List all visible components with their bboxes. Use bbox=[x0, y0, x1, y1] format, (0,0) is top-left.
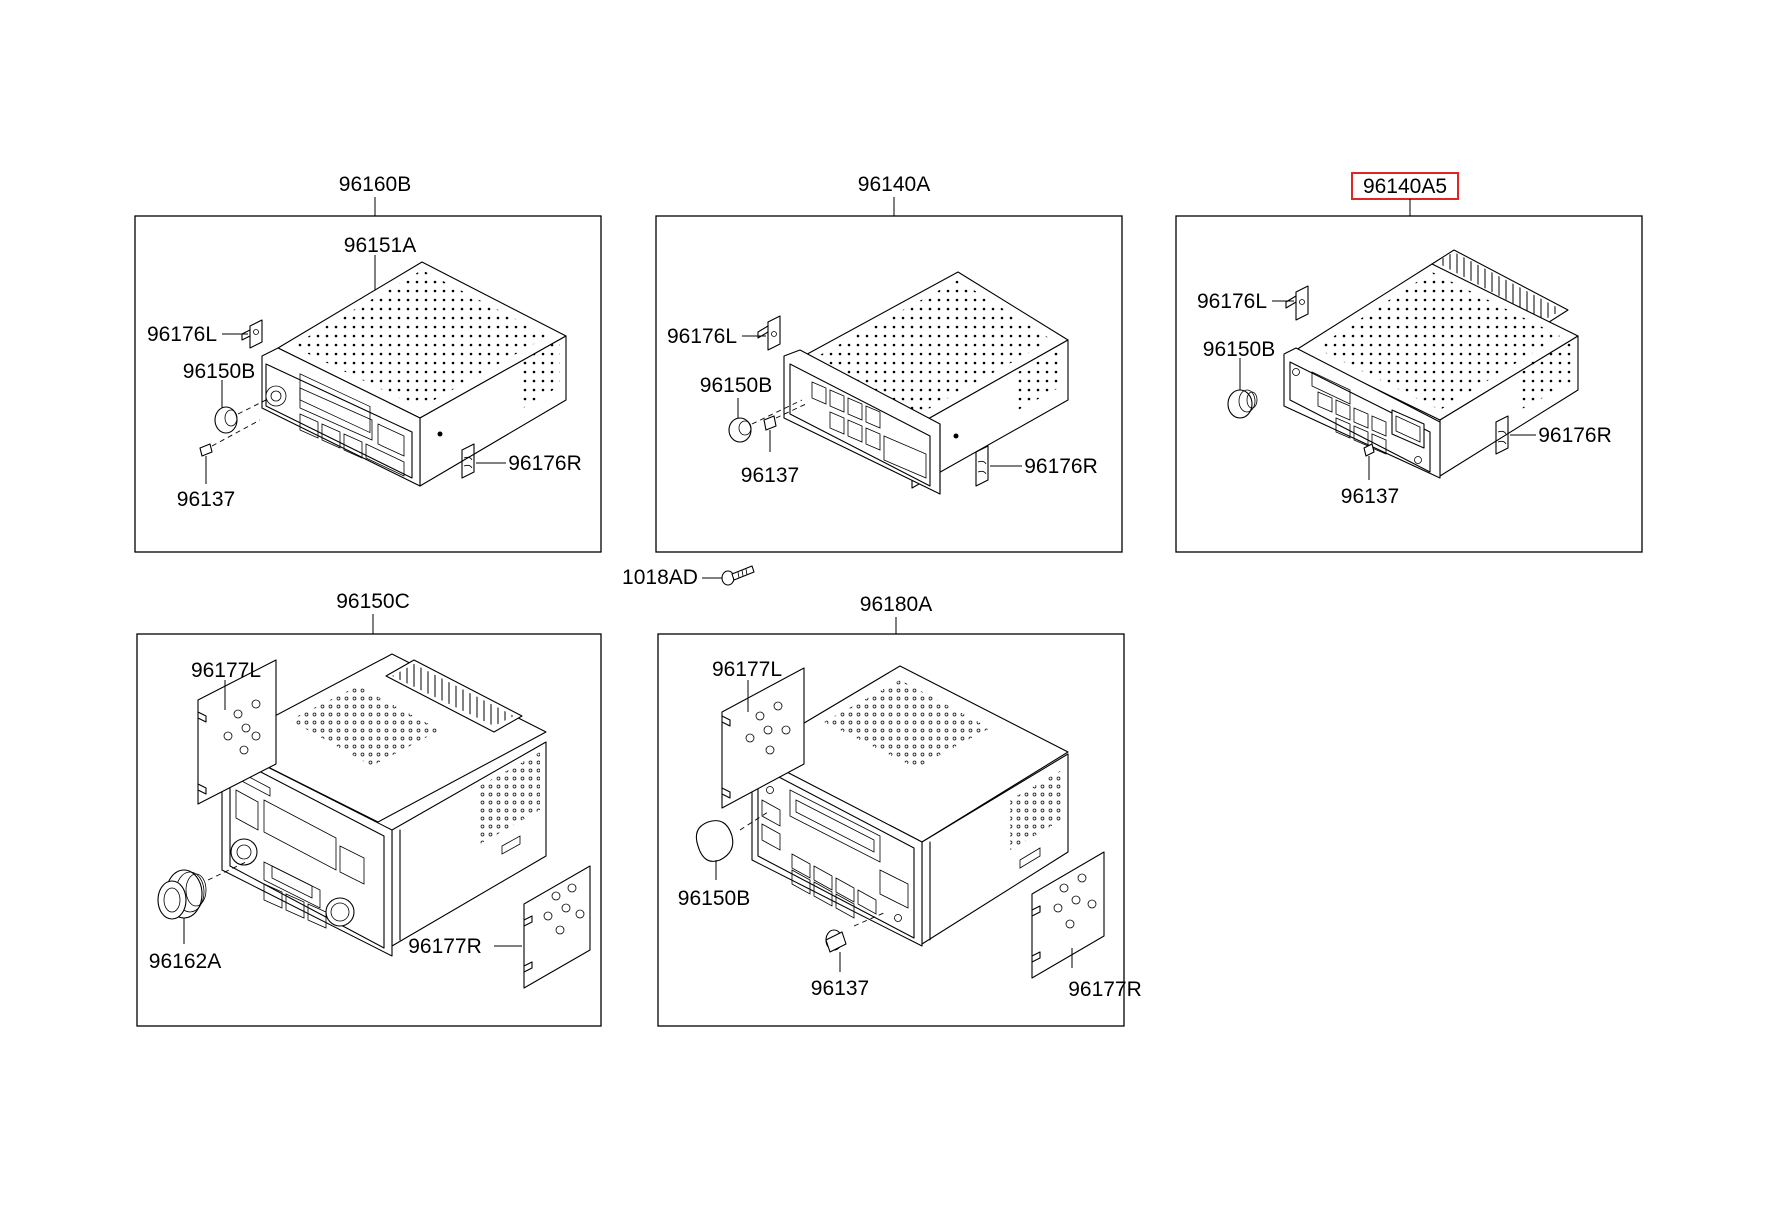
plate-left bbox=[721, 667, 805, 809]
plate-right bbox=[523, 865, 591, 989]
part-label-knob: 96150B bbox=[678, 887, 750, 910]
radio-unit bbox=[783, 271, 1069, 495]
assembly-label: 96180A bbox=[860, 593, 932, 616]
part-label-bracket-left: 96176L bbox=[667, 325, 737, 348]
group-frame bbox=[134, 215, 602, 553]
part-label-knob: 96162A bbox=[149, 950, 221, 973]
part-label-bracket-right: 96176R bbox=[508, 452, 582, 475]
radio-unit bbox=[207, 653, 547, 957]
plate-right bbox=[1031, 851, 1105, 979]
radio-unit bbox=[261, 261, 567, 487]
part-label-pin: 96137 bbox=[811, 977, 869, 1000]
bracket-left bbox=[241, 319, 263, 349]
part-label-knob: 96150B bbox=[1203, 338, 1275, 361]
group-96150C: 96150C bbox=[136, 590, 602, 1027]
group-frame bbox=[1175, 215, 1643, 553]
group-96160B: 96160B 96151A bbox=[134, 173, 602, 553]
part-label-pin: 96137 bbox=[177, 488, 235, 511]
group-frame bbox=[657, 633, 1125, 1027]
part-label-face: 96151A bbox=[344, 234, 416, 257]
group-96140A: 96140A 96176L bbox=[655, 173, 1123, 553]
part-label-plate-right: 96177R bbox=[1068, 978, 1142, 1001]
knob bbox=[1227, 389, 1258, 419]
radio-unit bbox=[739, 665, 1069, 947]
selected-part-highlight bbox=[1351, 172, 1459, 200]
part-label-pin: 96137 bbox=[741, 464, 799, 487]
part-label-knob: 96150B bbox=[183, 360, 255, 383]
bracket-left bbox=[1285, 285, 1309, 321]
assembly-label: 96140A bbox=[858, 173, 930, 196]
group-96180A: 96180A bbox=[657, 593, 1142, 1027]
radio-unit bbox=[1283, 249, 1579, 479]
bracket-right bbox=[1495, 415, 1509, 455]
knob bbox=[728, 399, 803, 443]
group-frame bbox=[655, 215, 1123, 553]
screw-1018AD: 1018AD bbox=[622, 565, 755, 589]
assembly-label: 96140A5 bbox=[1363, 175, 1447, 198]
part-label-pin: 96137 bbox=[1341, 485, 1399, 508]
assembly-label: 96150C bbox=[336, 590, 410, 613]
assembly-label: 96160B bbox=[339, 173, 411, 196]
screw-label: 1018AD bbox=[622, 566, 698, 589]
group-96140A5: 96140A5 bbox=[1175, 172, 1643, 553]
part-label-bracket-left: 96176L bbox=[147, 323, 217, 346]
part-label-knob: 96150B bbox=[700, 374, 772, 397]
group-frame bbox=[136, 633, 602, 1027]
pin bbox=[199, 419, 261, 457]
knob bbox=[695, 820, 734, 862]
bracket-left bbox=[757, 315, 781, 351]
part-label-bracket-left: 96176L bbox=[1197, 290, 1267, 313]
part-label-plate-left: 96177L bbox=[191, 659, 261, 682]
bracket-right bbox=[461, 443, 475, 479]
knob bbox=[157, 869, 207, 920]
part-label-bracket-right: 96176R bbox=[1024, 455, 1098, 478]
bracket-right bbox=[975, 445, 989, 487]
plate-left bbox=[197, 659, 277, 805]
part-label-plate-right: 96177R bbox=[408, 935, 482, 958]
pin bbox=[825, 929, 847, 953]
part-label-bracket-right: 96176R bbox=[1538, 424, 1612, 447]
pin bbox=[763, 403, 807, 431]
pin bbox=[1363, 443, 1375, 457]
knob bbox=[214, 397, 271, 434]
part-label-plate-left: 96177L bbox=[712, 658, 782, 681]
